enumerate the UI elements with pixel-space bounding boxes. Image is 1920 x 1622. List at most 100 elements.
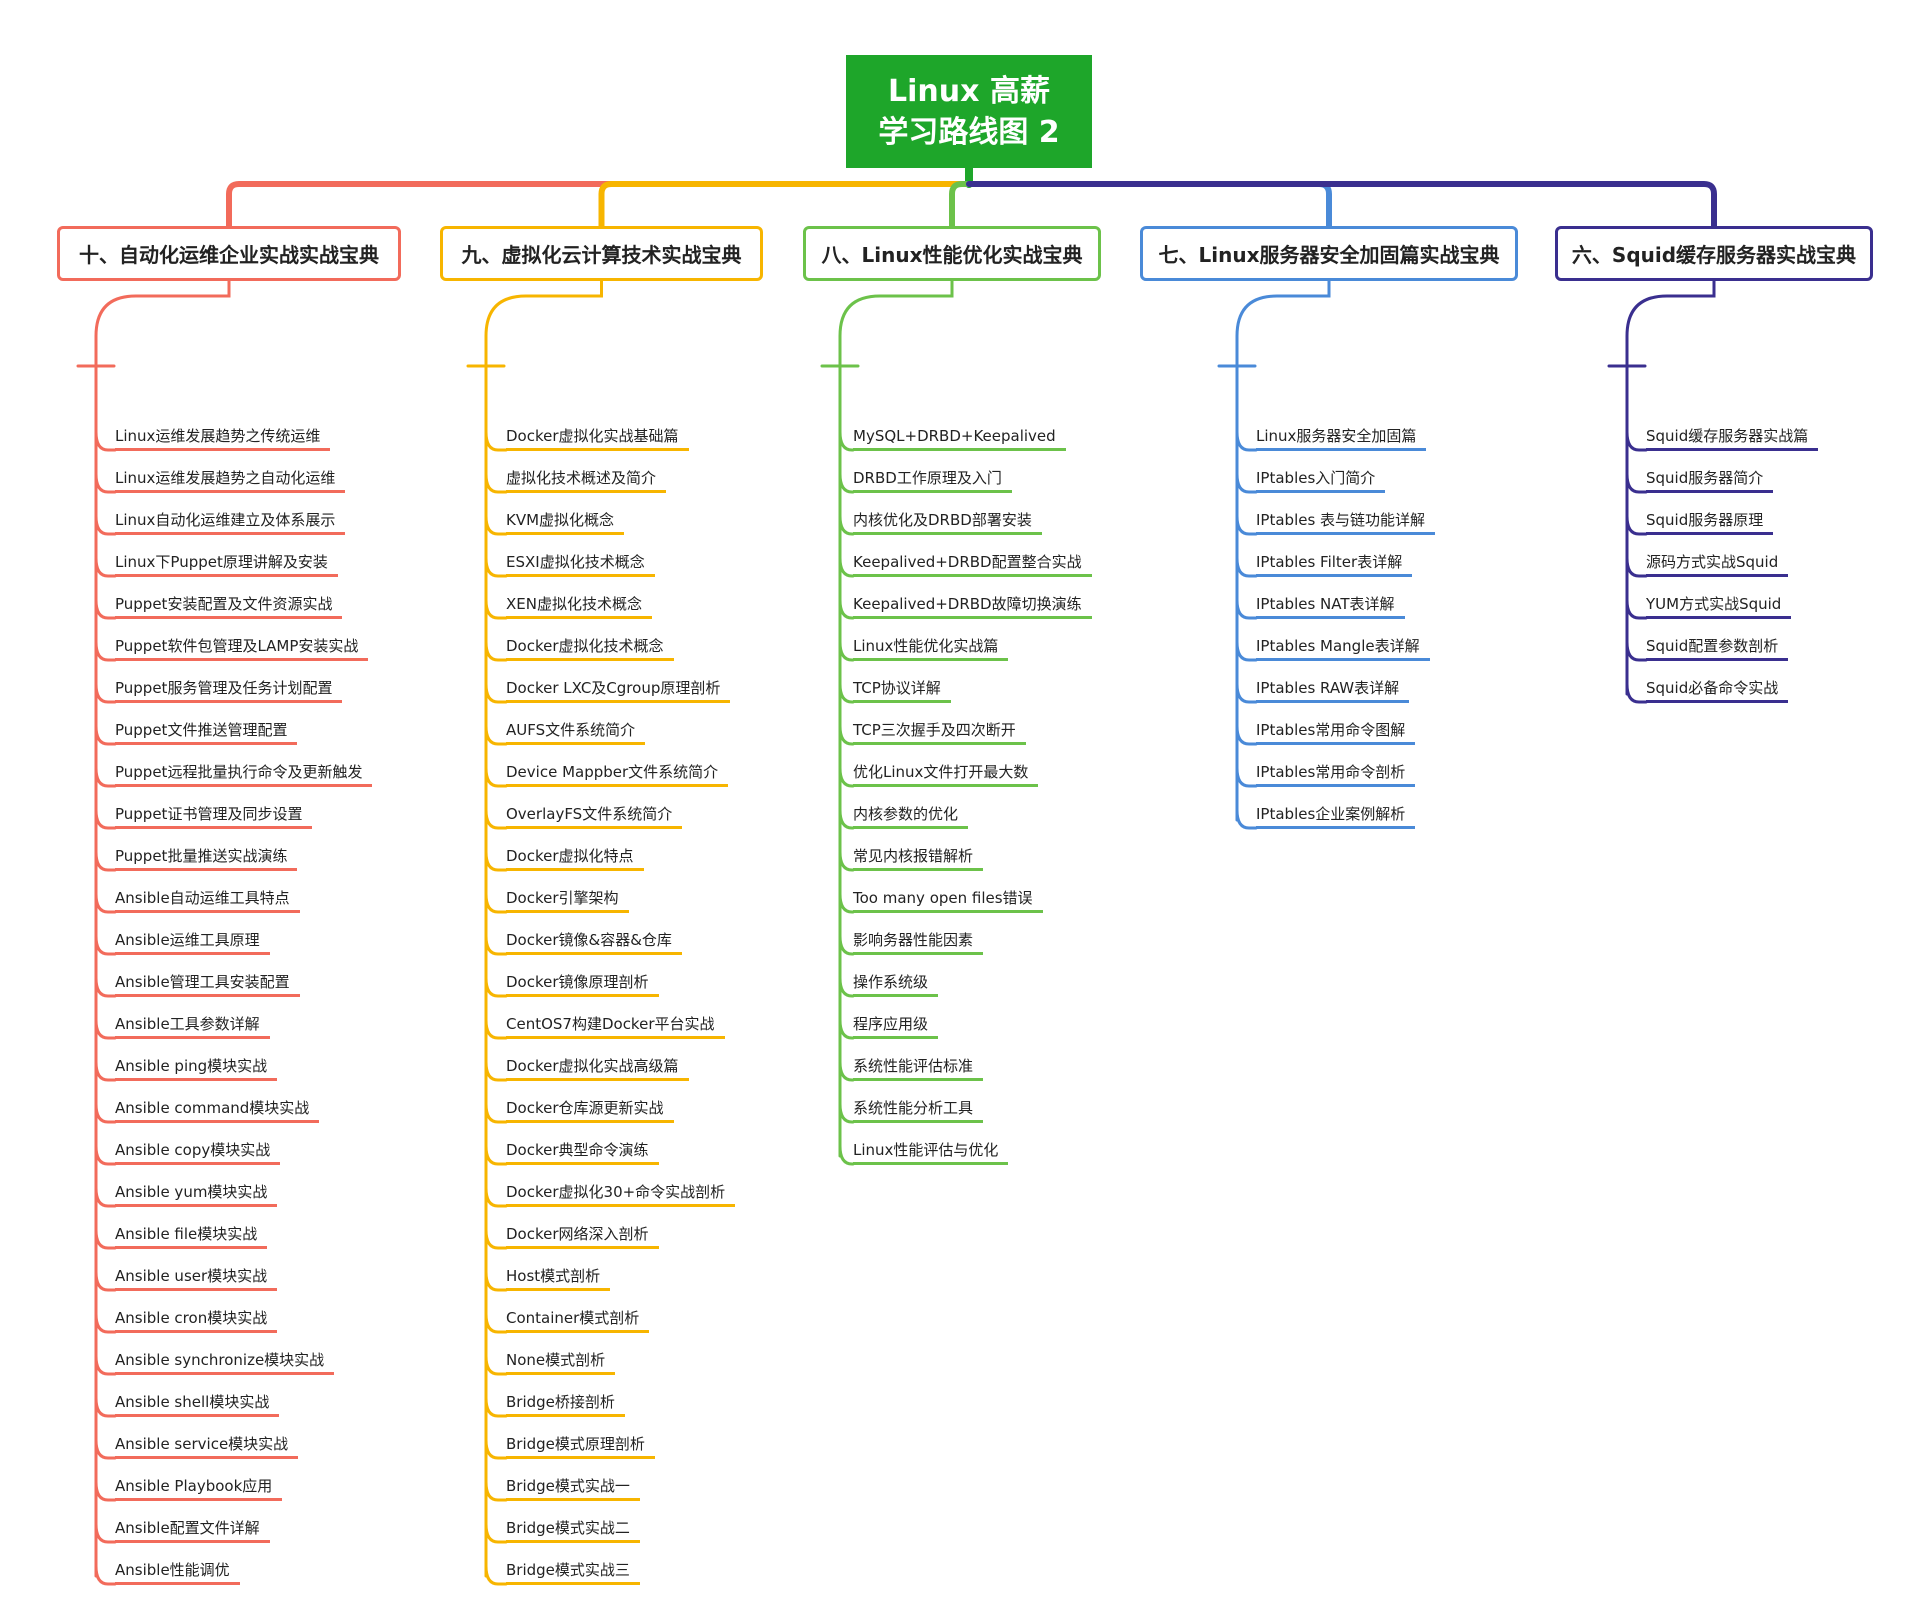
leaf-topic[interactable]: Too many open files错误 [853, 885, 1043, 913]
leaf-topic[interactable]: Docker虚拟化30+命令实战剖析 [506, 1179, 736, 1207]
leaf-topic[interactable]: 源码方式实战Squid [1646, 549, 1789, 577]
branch-connector-line [966, 181, 1332, 229]
leaf-topic[interactable]: Docker虚拟化特点 [506, 843, 644, 871]
leaf-topic[interactable]: IPtables常用命令图解 [1256, 717, 1416, 745]
leaf-topic[interactable]: 操作系统级 [853, 969, 939, 997]
leaf-topic[interactable]: None模式剖析 [506, 1347, 616, 1375]
leaf-topic[interactable]: Ansible管理工具安装配置 [115, 969, 300, 997]
leaf-topic[interactable]: Ansible配置文件详解 [115, 1515, 270, 1543]
leaf-topic[interactable]: IPtables入门简介 [1256, 465, 1386, 493]
leaf-topic[interactable]: Linux下Puppet原理讲解及安装 [115, 549, 338, 577]
leaf-topic[interactable]: Linux自动化运维建立及体系展示 [115, 507, 346, 535]
leaf-topic[interactable]: Linux性能评估与优化 [853, 1137, 1009, 1165]
leaf-topic[interactable]: Bridge模式原理剖析 [506, 1431, 655, 1459]
leaf-topic[interactable]: Squid必备命令实战 [1646, 675, 1789, 703]
branch-title-box[interactable]: 九、虚拟化云计算技术实战宝典 [440, 226, 763, 281]
leaf-topic[interactable]: IPtables Filter表详解 [1256, 549, 1413, 577]
leaf-topic[interactable]: ESXI虚拟化技术概念 [506, 549, 655, 577]
leaf-topic[interactable]: Ansible synchronize模块实战 [115, 1347, 335, 1375]
leaf-topic[interactable]: IPtables RAW表详解 [1256, 675, 1410, 703]
leaf-topic[interactable]: 内核参数的优化 [853, 801, 969, 829]
leaf-topic[interactable]: Puppet服务管理及任务计划配置 [115, 675, 343, 703]
leaf-topic[interactable]: IPtables NAT表详解 [1256, 591, 1405, 619]
leaf-topic[interactable]: XEN虚拟化技术概念 [506, 591, 652, 619]
leaf-topic[interactable]: KVM虚拟化概念 [506, 507, 625, 535]
leaf-topic[interactable]: Docker引擎架构 [506, 885, 629, 913]
leaf-topic[interactable]: Linux运维发展趋势之自动化运维 [115, 465, 346, 493]
leaf-topic[interactable]: Puppet安装配置及文件资源实战 [115, 591, 343, 619]
leaf-topic[interactable]: Keepalived+DRBD配置整合实战 [853, 549, 1092, 577]
leaf-topic[interactable]: IPtables Mangle表详解 [1256, 633, 1430, 661]
leaf-connector-line [838, 1144, 855, 1166]
leaf-topic[interactable]: Squid缓存服务器实战篇 [1646, 423, 1819, 451]
leaf-topic[interactable]: Bridge模式实战三 [506, 1557, 640, 1585]
leaf-topic[interactable]: Ansible user模块实战 [115, 1263, 278, 1291]
leaf-topic[interactable]: 程序应用级 [853, 1011, 939, 1039]
leaf-topic[interactable]: Puppet证书管理及同步设置 [115, 801, 313, 829]
leaf-topic[interactable]: Ansible Playbook应用 [115, 1473, 283, 1501]
leaf-topic[interactable]: Squid配置参数剖析 [1646, 633, 1789, 661]
leaf-topic[interactable]: Ansible yum模块实战 [115, 1179, 278, 1207]
leaf-topic[interactable]: Squid服务器简介 [1646, 465, 1774, 493]
leaf-topic[interactable]: Container模式剖析 [506, 1305, 650, 1333]
leaf-topic[interactable]: Linux服务器安全加固篇 [1256, 423, 1427, 451]
leaf-topic[interactable]: Puppet文件推送管理配置 [115, 717, 298, 745]
leaf-topic[interactable]: Bridge模式实战二 [506, 1515, 640, 1543]
leaf-topic[interactable]: 系统性能评估标准 [853, 1053, 984, 1081]
leaf-topic[interactable]: DRBD工作原理及入门 [853, 465, 1012, 493]
leaf-topic[interactable]: Ansible copy模块实战 [115, 1137, 281, 1165]
leaf-topic[interactable]: Keepalived+DRBD故障切换演练 [853, 591, 1092, 619]
leaf-topic[interactable]: Docker仓库源更新实战 [506, 1095, 674, 1123]
leaf-topic[interactable]: Bridge模式实战一 [506, 1473, 640, 1501]
leaf-topic[interactable]: Squid服务器原理 [1646, 507, 1774, 535]
leaf-topic[interactable]: Ansible file模块实战 [115, 1221, 268, 1249]
leaf-topic[interactable]: Ansible ping模块实战 [115, 1053, 278, 1081]
leaf-topic[interactable]: 系统性能分析工具 [853, 1095, 984, 1123]
leaf-topic[interactable]: Ansible性能调优 [115, 1557, 240, 1585]
leaf-topic[interactable]: Ansible工具参数详解 [115, 1011, 270, 1039]
leaf-topic[interactable]: Ansible shell模块实战 [115, 1389, 280, 1417]
leaf-topic[interactable]: Docker虚拟化实战高级篇 [506, 1053, 689, 1081]
leaf-topic[interactable]: Linux性能优化实战篇 [853, 633, 1009, 661]
branch-connector-line [226, 181, 972, 229]
leaf-topic[interactable]: IPtables 表与链功能详解 [1256, 507, 1436, 535]
leaf-topic[interactable]: CentOS7构建Docker平台实战 [506, 1011, 725, 1039]
leaf-topic[interactable]: AUFS文件系统简介 [506, 717, 646, 745]
leaf-topic[interactable]: Docker LXC及Cgroup原理剖析 [506, 675, 731, 703]
leaf-topic[interactable]: OverlayFS文件系统简介 [506, 801, 683, 829]
leaf-topic[interactable]: TCP三次握手及四次断开 [853, 717, 1026, 745]
leaf-topic[interactable]: 优化Linux文件打开最大数 [853, 759, 1039, 787]
branch-title-box[interactable]: 六、Squid缓存服务器实战宝典 [1555, 226, 1873, 281]
branch-title-box[interactable]: 八、Linux性能优化实战宝典 [803, 226, 1101, 281]
leaf-topic[interactable]: Docker虚拟化实战基础篇 [506, 423, 689, 451]
leaf-topic[interactable]: Docker虚拟化技术概念 [506, 633, 674, 661]
leaf-topic[interactable]: Host模式剖析 [506, 1263, 611, 1291]
leaf-topic[interactable]: YUM方式实战Squid [1646, 591, 1792, 619]
leaf-topic[interactable]: 内核优化及DRBD部署安装 [853, 507, 1042, 535]
leaf-topic[interactable]: Linux运维发展趋势之传统运维 [115, 423, 331, 451]
leaf-topic[interactable]: Puppet软件包管理及LAMP安装实战 [115, 633, 369, 661]
leaf-topic[interactable]: Ansible cron模块实战 [115, 1305, 278, 1333]
leaf-topic[interactable]: Docker镜像&容器&仓库 [506, 927, 682, 955]
leaf-topic[interactable]: MySQL+DRBD+Keepalived [853, 423, 1066, 451]
leaf-topic[interactable]: Docker镜像原理剖析 [506, 969, 659, 997]
leaf-topic[interactable]: 常见内核报错解析 [853, 843, 984, 871]
leaf-topic[interactable]: Puppet远程批量执行命令及更新触发 [115, 759, 373, 787]
leaf-topic[interactable]: IPtables常用命令剖析 [1256, 759, 1416, 787]
leaf-topic[interactable]: TCP协议详解 [853, 675, 951, 703]
leaf-topic[interactable]: IPtables企业案例解析 [1256, 801, 1416, 829]
branch-title-box[interactable]: 十、自动化运维企业实战实战宝典 [57, 226, 401, 281]
root-topic[interactable]: Linux 高薪 学习路线图 2 [846, 55, 1092, 168]
leaf-topic[interactable]: Bridge桥接剖析 [506, 1389, 625, 1417]
leaf-topic[interactable]: 虚拟化技术概述及简介 [506, 465, 667, 493]
leaf-topic[interactable]: 影响务器性能因素 [853, 927, 984, 955]
leaf-topic[interactable]: Docker典型命令演练 [506, 1137, 659, 1165]
leaf-topic[interactable]: Ansible command模块实战 [115, 1095, 320, 1123]
leaf-topic[interactable]: Ansible自动运维工具特点 [115, 885, 300, 913]
branch-title-box[interactable]: 七、Linux服务器安全加固篇实战宝典 [1140, 226, 1518, 281]
leaf-topic[interactable]: Puppet批量推送实战演练 [115, 843, 298, 871]
leaf-topic[interactable]: Ansible运维工具原理 [115, 927, 270, 955]
leaf-topic[interactable]: Docker网络深入剖析 [506, 1221, 659, 1249]
leaf-topic[interactable]: Device Mappber文件系统简介 [506, 759, 729, 787]
leaf-topic[interactable]: Ansible service模块实战 [115, 1431, 299, 1459]
